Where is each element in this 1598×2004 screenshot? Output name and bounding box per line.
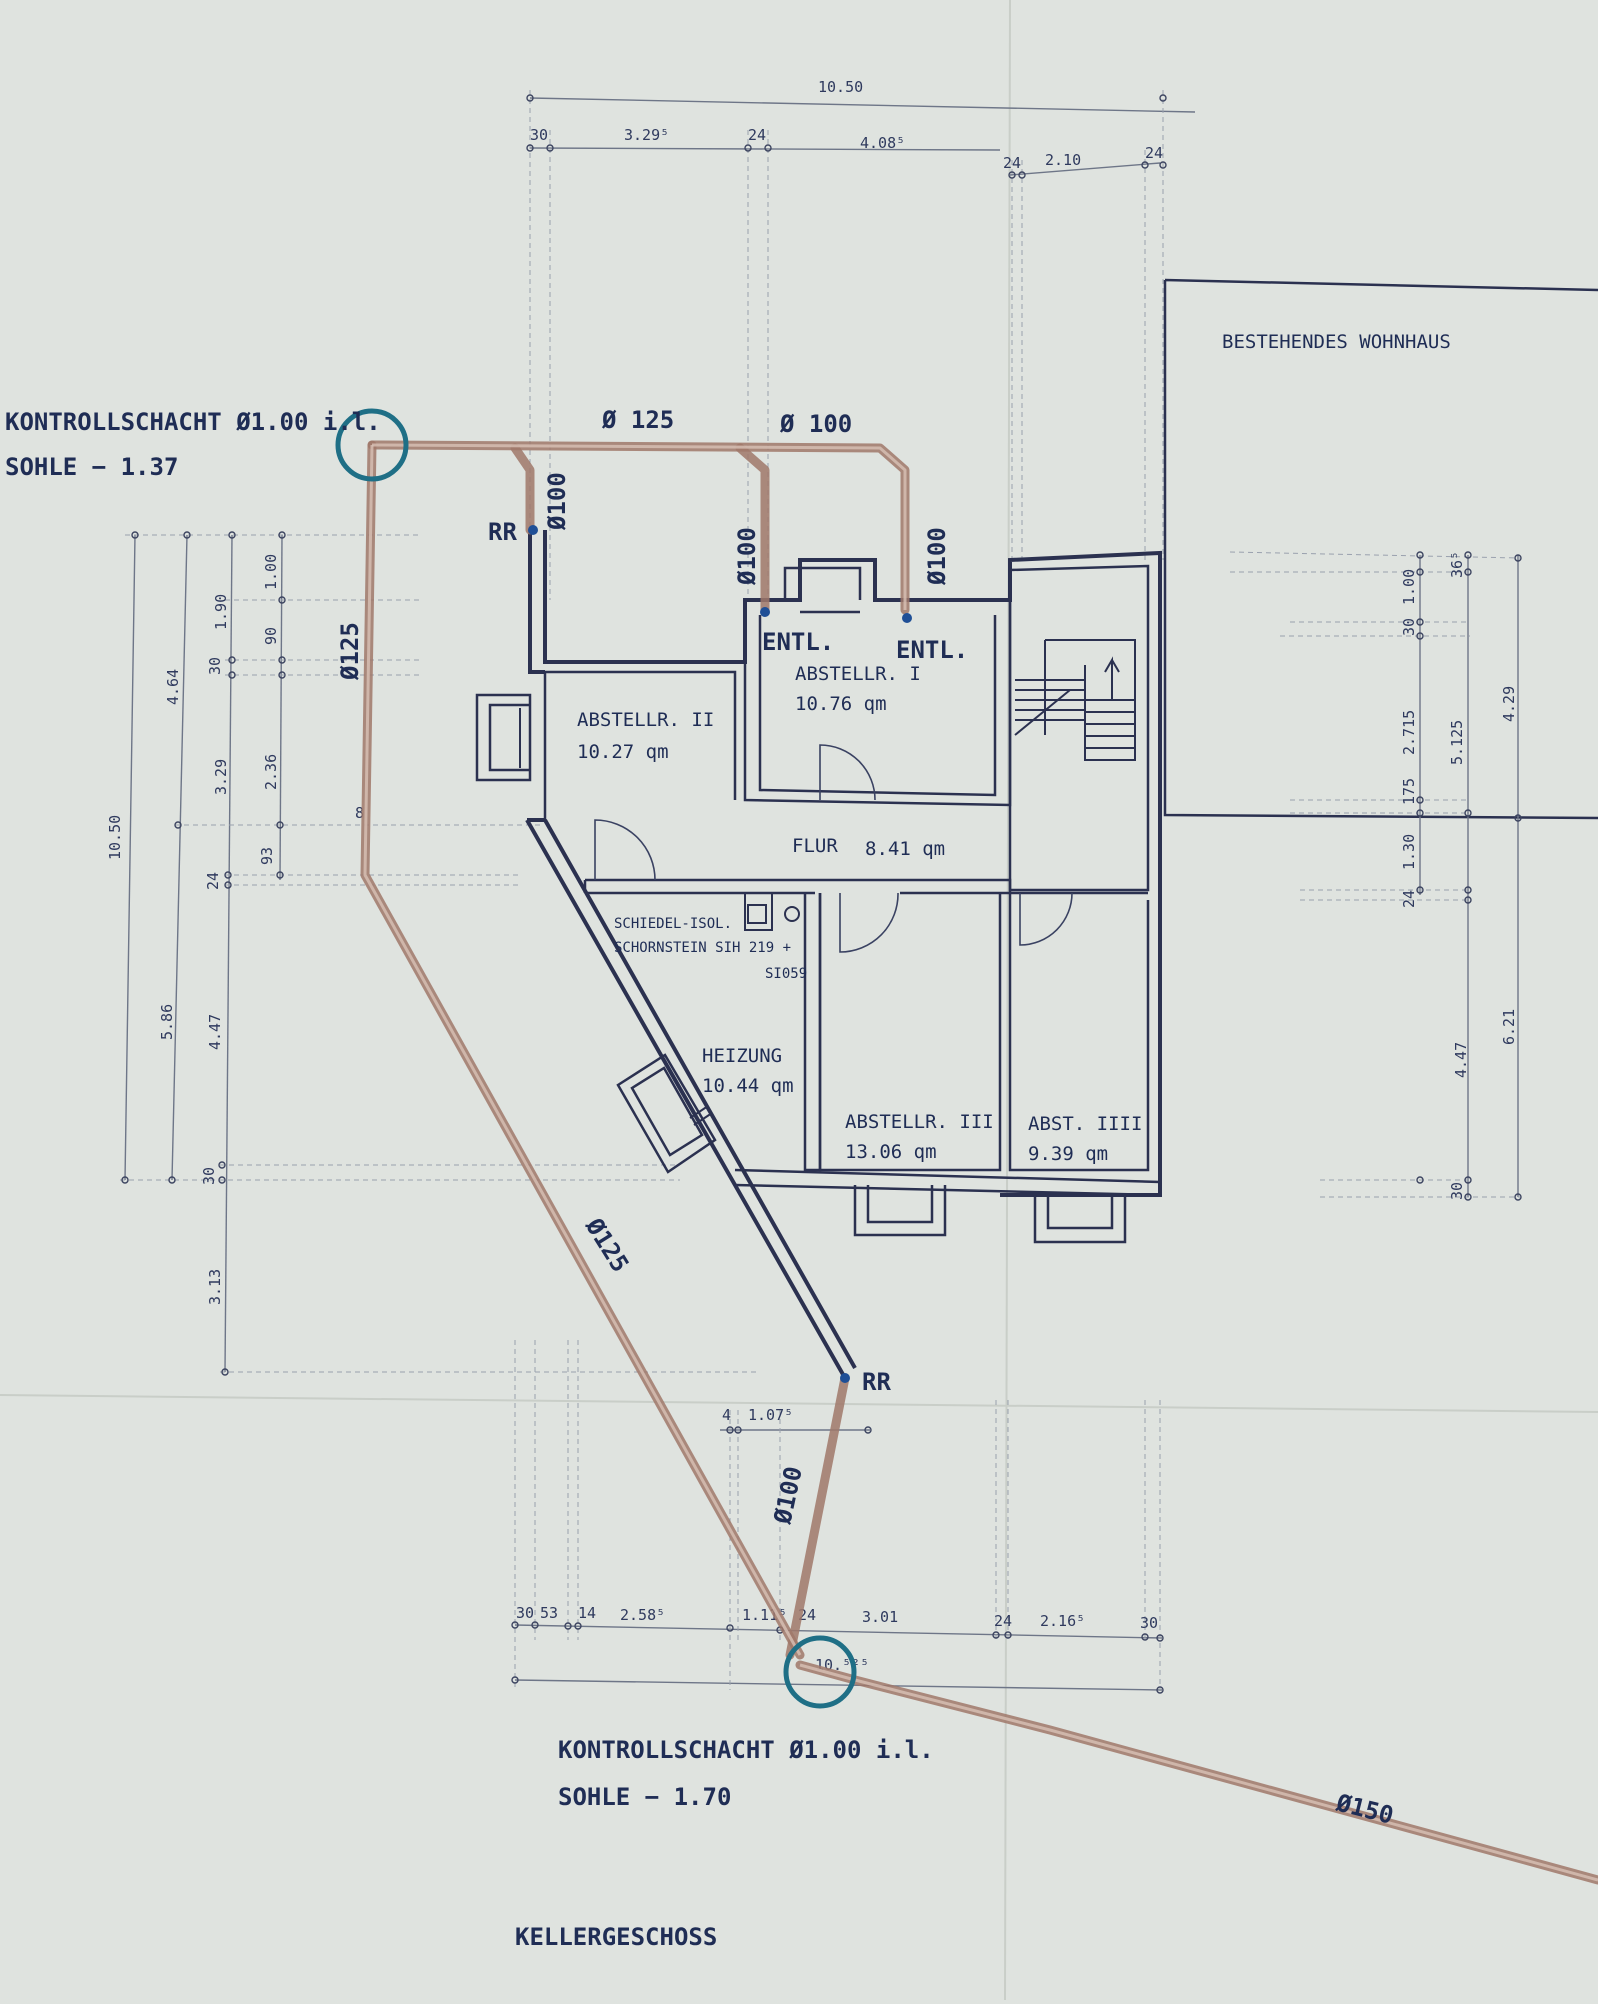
- dim-left-c3-3: 2.36: [262, 754, 280, 790]
- dim-right-6: 1.30: [1400, 834, 1418, 870]
- chimney-line-1: SCHIEDEL-ISOL.: [614, 916, 732, 932]
- dim-right-12: 6.21: [1500, 1009, 1518, 1045]
- dim-right-5: 175: [1400, 778, 1418, 805]
- dim-left-c2-6: 30: [200, 1167, 218, 1185]
- dim-top-6: 2.10: [1045, 151, 1081, 169]
- dim-right-4: 2.715: [1400, 710, 1418, 755]
- dimensions-bottom: 4 1.07⁵ 30 53 14 2.58⁵ 1.11⁵ 24 3.01 24 …: [511, 1340, 1164, 1694]
- doors: [594, 744, 1073, 953]
- drain-pipes: [360, 440, 1598, 1885]
- entl-2-point: [902, 613, 912, 623]
- chimney-line-3: SI059: [765, 966, 807, 982]
- dimensions-right: 36⁵ 1.00 30 2.715 175 1.30 24 4.47 30 5.…: [1229, 551, 1522, 1201]
- entl-2-label: ENTL.: [896, 636, 968, 664]
- chimney-line-2: SCHORNSTEIN SIH 219 +: [614, 940, 791, 956]
- dim-bot-10: 30: [1140, 1614, 1158, 1632]
- shaft-top-name: KONTROLLSCHACHT Ø1.00 i.l.: [5, 408, 381, 436]
- pipe-label-outlet: Ø150: [1333, 1788, 1397, 1829]
- dim-bot-1: 30: [516, 1604, 534, 1622]
- dim-top-5: 24: [1003, 154, 1021, 172]
- dim-left-c2-4: 24: [204, 872, 222, 890]
- dim-left-c3-2: 90: [262, 627, 280, 645]
- room-abstellr-2-name: ABSTELLR. II: [577, 709, 714, 731]
- rr-bottom-point: [840, 1373, 850, 1383]
- room-abst-4-name: ABST. IIII: [1028, 1113, 1142, 1135]
- pipe-label-branch-rr: Ø100: [543, 472, 571, 531]
- room-heizung-name: HEIZUNG: [702, 1045, 782, 1067]
- room-abstellr-1-area: 10.76 qm: [795, 693, 887, 715]
- rr-top-point: [528, 525, 538, 535]
- room-flur-name: FLUR: [792, 835, 838, 857]
- dim-right-7: 24: [1400, 890, 1418, 908]
- dim-right-10: 5.125: [1448, 720, 1466, 765]
- existing-building-outline: [1163, 278, 1598, 820]
- dim-right-11: 4.29: [1500, 686, 1518, 722]
- control-shaft-top: [335, 408, 409, 482]
- room-flur-area: 8.41 qm: [865, 838, 945, 860]
- existing-building-label: BESTEHENDES WOHNHAUS: [1222, 331, 1451, 353]
- entl-1-point: [760, 607, 770, 617]
- dim-bot-7: 3.01: [862, 1608, 898, 1626]
- dim-left-c3-4: 93: [258, 847, 276, 865]
- control-shaft-bottom: [783, 1635, 857, 1709]
- building-walls: [475, 530, 1162, 1379]
- dim-right-3: 30: [1400, 618, 1418, 636]
- shaft-bottom-name: KONTROLLSCHACHT Ø1.00 i.l.: [558, 1736, 934, 1764]
- pipe-label-rr-bottom: Ø100: [768, 1464, 808, 1527]
- dim-top-4: 4.08⁵: [860, 134, 905, 152]
- pipe-label-left-down: Ø125: [336, 622, 364, 681]
- dimensions-left: 10.50 4.64 5.86 1.90 30 3.29 24 4.47 30 …: [106, 531, 760, 1376]
- dim-top-7: 24: [1145, 144, 1163, 162]
- dim-left-c2-2: 30: [206, 657, 224, 675]
- dim-top-2: 3.29⁵: [624, 126, 669, 144]
- drawing-title: KELLERGESCHOSS: [515, 1923, 717, 1951]
- room-abstellr-3-area: 13.06 qm: [845, 1141, 937, 1163]
- stairs: [1014, 639, 1136, 761]
- entl-1-label: ENTL.: [762, 628, 834, 656]
- rr-bottom-label: RR: [862, 1368, 891, 1396]
- dim-left-c3-1: 1.00: [262, 554, 280, 590]
- room-abstellr-1-name: ABSTELLR. I: [795, 663, 921, 685]
- shaft-top-level: SOHLE − 1.37: [5, 453, 178, 481]
- dimensions-top: 10.50 30 3.29⁵ 24 4.08⁵ 24 2.10 24: [526, 78, 1196, 600]
- dim-left-c2-7: 3.13: [206, 1269, 224, 1305]
- pipe-label-top-main: Ø 125: [601, 406, 674, 434]
- room-abstellr-3-name: ABSTELLR. III: [845, 1111, 994, 1133]
- shaft-bottom-level: SOHLE − 1.70: [558, 1783, 731, 1811]
- dim-top-total: 10.50: [818, 78, 863, 96]
- dim-left-c1-2: 5.86: [158, 1004, 176, 1040]
- pipe-label-entl-2: Ø100: [923, 527, 951, 586]
- dim-left-small: 8: [355, 804, 364, 822]
- dim-top-1: 30: [530, 126, 548, 144]
- pipe-label-entl-1: Ø100: [733, 527, 761, 586]
- room-heizung-area: 10.44 qm: [702, 1075, 794, 1097]
- dim-mid-1: 4: [722, 1406, 731, 1424]
- dim-right-9: 30: [1448, 1182, 1466, 1200]
- dim-top-3: 24: [748, 126, 766, 144]
- dim-mid-2: 1.07⁵: [748, 1406, 793, 1424]
- room-abstellr-2-area: 10.27 qm: [577, 741, 669, 763]
- dim-bot-9: 2.16⁵: [1040, 1612, 1085, 1630]
- dim-left-total: 10.50: [106, 815, 124, 860]
- dim-right-2: 1.00: [1400, 569, 1418, 605]
- dim-bot-8: 24: [994, 1612, 1012, 1630]
- dim-left-c2-3: 3.29: [212, 759, 230, 795]
- dim-left-c2-1: 1.90: [212, 594, 230, 630]
- room-abst-4-area: 9.39 qm: [1028, 1143, 1108, 1165]
- dim-bot-4: 2.58⁵: [620, 1606, 665, 1624]
- dim-bot-3: 14: [578, 1604, 596, 1622]
- paper-fold-vertical: [1004, 0, 1011, 2001]
- paper-fold-horizontal: [0, 1394, 1598, 1413]
- dim-right-8: 4.47: [1452, 1042, 1470, 1078]
- pipe-label-top-right: Ø 100: [779, 410, 852, 438]
- rr-top-label: RR: [488, 518, 517, 546]
- dim-bot-2: 53: [540, 1604, 558, 1622]
- dim-left-c2-5: 4.47: [206, 1014, 224, 1050]
- dim-right-1: 36⁵: [1448, 551, 1466, 578]
- dim-left-c1-1: 4.64: [164, 669, 182, 705]
